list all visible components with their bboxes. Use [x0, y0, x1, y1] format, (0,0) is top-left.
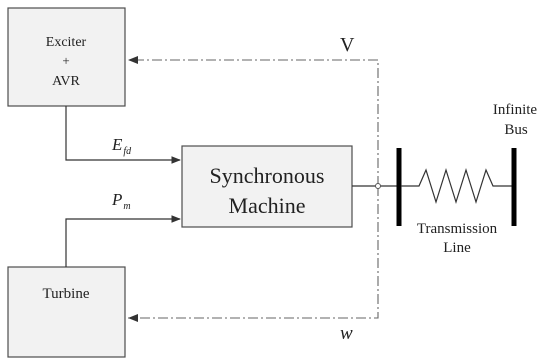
- speed-feedback-line: [128, 186, 379, 319]
- turbine-label: Turbine: [43, 286, 90, 302]
- transmission-line-impedance: [401, 167, 512, 205]
- machine-label-line2: Machine: [229, 193, 306, 218]
- synchronous-machine-block: [181, 145, 353, 228]
- exciter-label: Exciter: [46, 35, 87, 50]
- transmission-line-label-2: Line: [443, 240, 471, 256]
- speed-label: w: [340, 323, 353, 344]
- efd-signal-line: [65, 106, 181, 164]
- speed-feedback-arrowhead: [128, 314, 138, 322]
- turbine-block: [7, 266, 126, 358]
- infinite-bus-label-1: Infinite: [493, 102, 537, 118]
- exciter-avr-block: [7, 7, 126, 107]
- avr-label: AVR: [52, 74, 80, 89]
- transmission-line-label-1: Transmission: [417, 221, 498, 237]
- voltage-feedback-arrowhead: [128, 56, 138, 64]
- junction-node: [375, 183, 381, 189]
- efd-label: Efd: [111, 135, 132, 157]
- voltage-feedback-line: [128, 59, 379, 186]
- machine-label-line1: Synchronous: [210, 163, 325, 188]
- infinite-bus-label-2: Bus: [504, 122, 528, 138]
- voltage-label: V: [340, 34, 355, 56]
- pm-signal-line: [65, 215, 181, 267]
- exciter-plus-label: +: [62, 53, 69, 68]
- pm-label: Pm: [111, 190, 131, 212]
